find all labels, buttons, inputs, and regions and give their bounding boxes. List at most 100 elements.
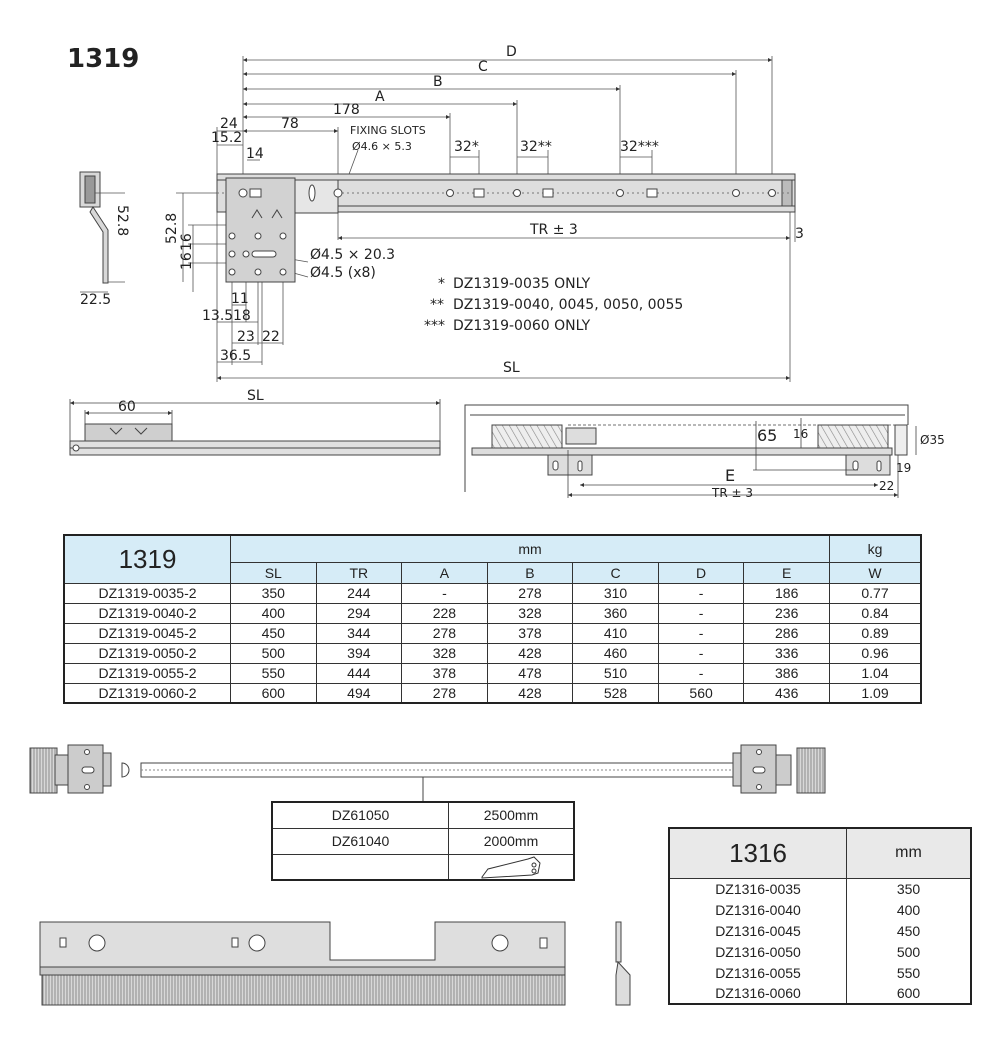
model-code-cell: DZ1319-0045-2 (63, 622, 231, 644)
value-cell: 278 (401, 622, 488, 644)
mid-dim-16: 16 (793, 427, 808, 441)
value-cell: 444 (315, 662, 403, 684)
value-cell: 336 (743, 642, 830, 664)
model-code-cell: DZ1319-0060-2 (63, 682, 231, 704)
unit-mm-header: mm (230, 534, 830, 563)
side-dim-52-8: 52.8 (114, 205, 130, 236)
dim-36-5: 36.5 (220, 348, 251, 364)
column-header: A (401, 561, 488, 584)
dim-tr: TR ± 3 (529, 222, 578, 238)
value-cell: 550 (230, 662, 317, 684)
saw-icon (481, 856, 541, 879)
value-cell: 228 (401, 602, 488, 624)
value-cell: 478 (486, 662, 574, 684)
hole-size: Ø4.5 (x8) (310, 265, 376, 281)
rail-side-profile (79, 171, 125, 293)
note-text: DZ1319-0060 ONLY (453, 318, 591, 334)
value-cell: 236 (743, 602, 830, 624)
value-cell: 310 (572, 582, 659, 604)
rod-length: 2000mm (448, 827, 575, 855)
value-cell: 360 (572, 602, 659, 624)
note-text: DZ1319-0040, 0045, 0050, 0055 (453, 297, 683, 313)
mid-dim-sl: SL (247, 388, 264, 404)
dim-52-8: 52.8 (164, 213, 180, 244)
dim-13-5: 13.5 (202, 308, 233, 324)
value-cell: - (657, 602, 745, 624)
value-cell: 528 (572, 682, 659, 704)
model-code-cell: DZ1316-0055 (668, 962, 847, 983)
spec-table-1319: 1319 mm kg SL TR A B C D E W DZ1319-0035… (63, 534, 922, 704)
dim-78: 78 (281, 116, 299, 132)
synchronising-rod-drawing (29, 744, 826, 801)
value-cell: 1.04 (829, 662, 922, 684)
column-header: D (657, 561, 745, 584)
mid-dim-22: 22 (879, 479, 894, 493)
model-code-cell: DZ1316-0060 (668, 983, 847, 1005)
value-cell: - (401, 582, 488, 604)
brush-strip-drawing (39, 921, 631, 1006)
mid-dim-35: Ø35 (920, 433, 945, 447)
pitch-32-double: 32** (520, 139, 552, 155)
value-cell: 394 (315, 642, 403, 664)
value-cell: 1.09 (829, 682, 922, 704)
top-dimension-labels: D C B A 178 78 24 15.2 14 FIXING SLOTS Ø… (80, 44, 804, 376)
dim-22: 22 (262, 329, 280, 345)
dim-178: 178 (333, 102, 360, 118)
dim-16-b: 16 (179, 252, 195, 270)
model-code-cell: DZ1316-0045 (668, 920, 847, 941)
value-cell: - (657, 582, 745, 604)
table-row (271, 853, 575, 881)
slide-rail-drawing (216, 173, 796, 283)
value-cell: 494 (315, 682, 403, 704)
value-cell: 294 (315, 602, 403, 624)
unit-kg-header: kg (829, 534, 922, 563)
model-code-cell: DZ1319-0050-2 (63, 642, 231, 664)
note-mark: * (438, 276, 445, 292)
dim-11: 11 (231, 291, 249, 307)
value-cell: 0.77 (829, 582, 922, 604)
value-cell: 600 (230, 682, 317, 704)
value-cell: 0.96 (829, 642, 922, 664)
value-cell: 0.84 (829, 602, 922, 624)
value-cell: 436 (743, 682, 830, 704)
mid-dim-65: 65 (757, 426, 777, 445)
fixing-slots-size: Ø4.6 × 5.3 (352, 140, 412, 153)
value-cell: 378 (401, 662, 488, 684)
value-cell: 450 (230, 622, 317, 644)
model-code-cell: DZ1316-0035 (668, 878, 847, 899)
table-title: 1319 (63, 534, 231, 584)
mid-dim-e: E (725, 466, 735, 485)
value-cell: 386 (743, 662, 830, 684)
note-mark: *** (424, 318, 445, 334)
model-code-cell: DZ1316-0050 (668, 941, 847, 962)
length-cell: 350 (846, 878, 972, 899)
model-code-cell: DZ1319-0035-2 (63, 582, 231, 604)
dim-d: D (506, 44, 517, 60)
value-cell: 460 (572, 642, 659, 664)
fixing-slots-label: FIXING SLOTS (350, 124, 426, 137)
value-cell: 286 (743, 622, 830, 644)
column-header: W (829, 561, 922, 584)
dim-16-a: 16 (179, 233, 195, 251)
model-code-cell: DZ1319-0055-2 (63, 662, 231, 684)
length-cell: 500 (846, 941, 972, 962)
value-cell: 328 (486, 602, 574, 624)
length-cell: 550 (846, 962, 972, 983)
dim-15-2: 15.2 (211, 130, 242, 146)
value-cell: - (657, 662, 745, 684)
column-header: SL (230, 561, 317, 584)
value-cell: 278 (486, 582, 574, 604)
dim-sl: SL (503, 360, 520, 376)
pitch-32-single: 32* (454, 139, 479, 155)
value-cell: 0.89 (829, 622, 922, 644)
value-cell: 510 (572, 662, 659, 684)
slot-size: Ø4.5 × 20.3 (310, 247, 395, 263)
